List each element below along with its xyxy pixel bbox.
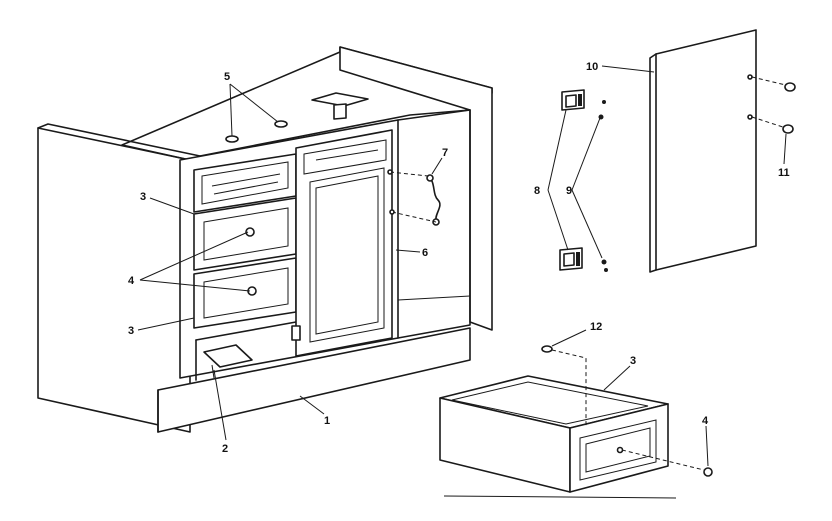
- callout-12: 12: [590, 321, 602, 333]
- callout-2: 2: [222, 443, 228, 455]
- panel-screw-icon: [782, 82, 796, 134]
- callout-4-right: 4: [702, 415, 709, 427]
- hinge-screw-icon: [598, 100, 608, 272]
- callout-10: 10: [586, 61, 598, 73]
- screw-icon: [225, 120, 288, 143]
- callout-1: 1: [324, 415, 330, 427]
- drawer-rail: [195, 321, 297, 381]
- drawer-box: [439, 375, 669, 493]
- drawer-front-middle: [193, 197, 297, 271]
- callout-3-middle: 3: [128, 325, 134, 337]
- cabinet-door: [291, 129, 393, 357]
- leader-lines: [137, 65, 787, 467]
- callout-5: 5: [224, 71, 230, 83]
- drawer-knob-icon: [621, 449, 713, 477]
- callout-3-top: 3: [140, 191, 146, 203]
- hinge-upper: [561, 89, 585, 111]
- door-catch: [387, 169, 441, 226]
- callout-8: 8: [534, 185, 540, 197]
- hinge-lower: [559, 247, 583, 271]
- callout-6: 6: [422, 247, 428, 259]
- end-panel: [649, 29, 791, 273]
- top-bracket: [311, 92, 369, 120]
- callout-3-drawer: 3: [630, 355, 636, 367]
- callout-11: 11: [778, 167, 790, 179]
- callout-9: 9: [566, 185, 572, 197]
- callout-labels: 1 2 3 3 3 4 4 5 6 7 8 9 10 11 12: [128, 61, 790, 455]
- callout-7: 7: [442, 147, 448, 159]
- callout-4-left: 4: [128, 275, 135, 287]
- drawer-screw-icon: [541, 345, 587, 426]
